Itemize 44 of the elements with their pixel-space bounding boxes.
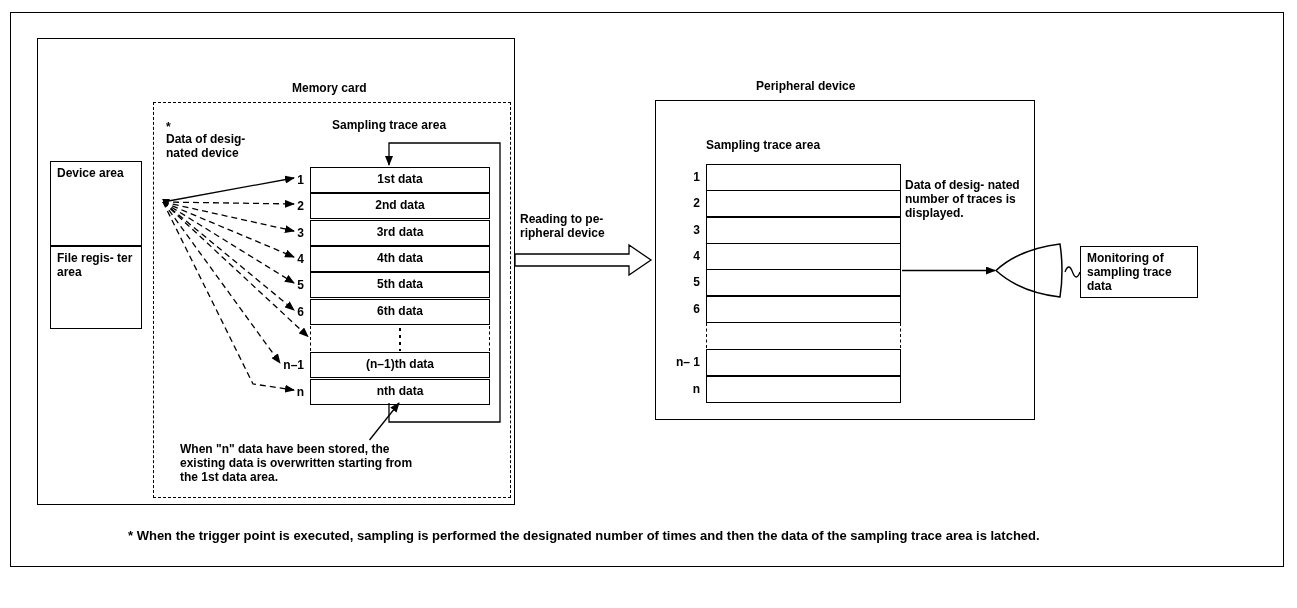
row-number: 2 (297, 199, 304, 213)
callout-note: When "n" data have been stored, the existing data is overwritten starting from the 1st data area. (180, 442, 432, 492)
wavy-line (1064, 266, 1081, 278)
area-heading: Sampling trace area (706, 138, 821, 152)
row-number: n– 1 (676, 355, 700, 369)
row-number: 3 (297, 226, 304, 240)
row-number: 5 (693, 275, 700, 289)
row-number: 5 (297, 278, 304, 292)
arrow (162, 201, 295, 393)
row-number: 1 (297, 173, 304, 187)
arrow (385, 142, 501, 423)
data-row: 2nd data (310, 193, 490, 219)
row-number: 4 (297, 252, 304, 266)
arrow (901, 266, 996, 275)
area-heading: Sampling trace area (332, 118, 447, 132)
row-number: n–1 (283, 358, 304, 372)
data-label: Data of desig- nated device (166, 132, 247, 160)
footnote: * When the trigger point is executed, sampling is performed the designated number of times and then the data of the sampling trace area is latched. (128, 528, 1041, 543)
memory-area-box: Device area (50, 161, 142, 246)
row-number: n (692, 382, 700, 396)
process-box: Monitoring of sampling trace data (1080, 246, 1198, 298)
data-row: (n–1)th data (310, 352, 490, 378)
data-row: 5th data (310, 272, 490, 298)
leader-arrow (368, 402, 400, 441)
cpu-box (37, 38, 515, 505)
data-row: nth data (310, 379, 490, 405)
row-number: 2 (693, 196, 700, 210)
row-number: 6 (693, 302, 700, 316)
row-number: 3 (693, 223, 700, 237)
row-number: n (296, 385, 304, 399)
data-row: 3rd data (310, 220, 490, 246)
area-heading: Memory card (292, 81, 367, 95)
data-row: 6th data (310, 299, 490, 325)
row-number: 4 (693, 249, 700, 263)
ellipsis-row (706, 323, 901, 348)
footnote-mark: * (166, 120, 171, 134)
row-number: 1 (693, 170, 700, 184)
data-row: 1st data (310, 167, 490, 193)
data-row: 4th data (310, 246, 490, 272)
row-number: 6 (297, 305, 304, 319)
memory-area-box: File regis- ter area (50, 246, 142, 329)
area-heading: Peripheral device (756, 79, 856, 93)
block-arrow (514, 243, 653, 277)
ellipsis-row (310, 326, 490, 351)
